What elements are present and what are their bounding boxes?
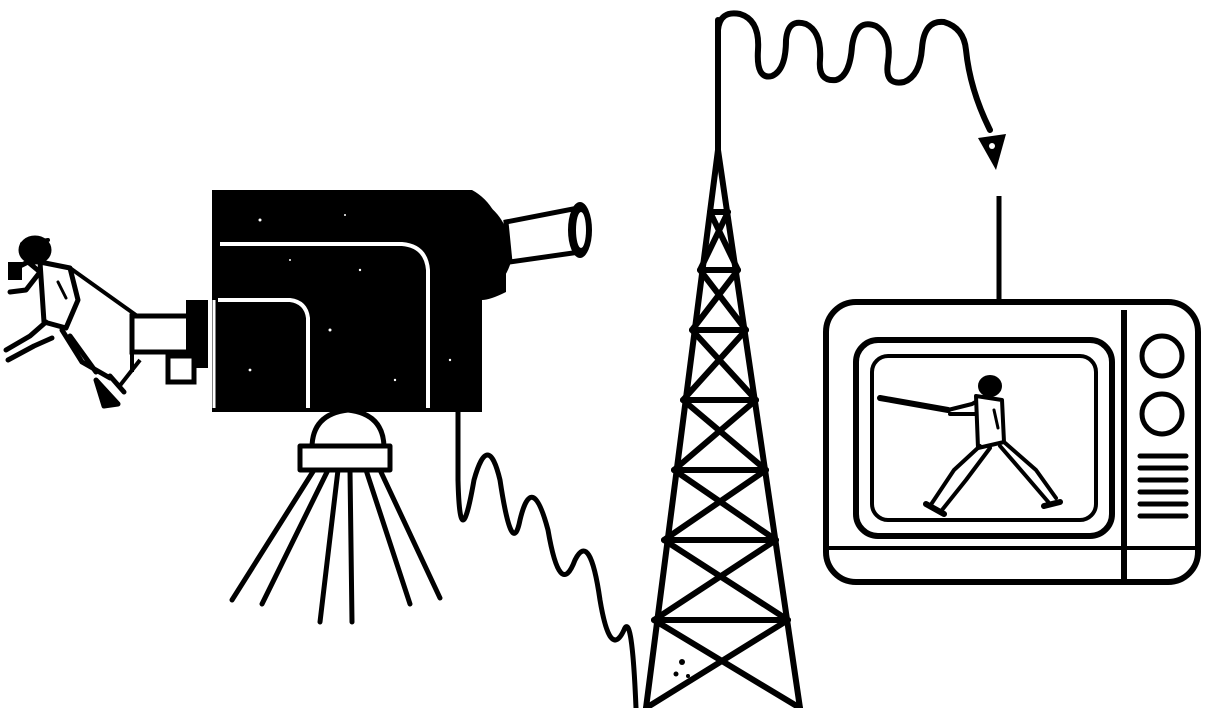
tv-knob-bottom xyxy=(1142,394,1182,434)
pitcher-figure xyxy=(6,238,124,406)
tower-base-smudge xyxy=(674,659,691,678)
signal-arrowhead xyxy=(978,134,1006,170)
transmission-tower xyxy=(646,20,800,708)
television-set xyxy=(826,302,1198,582)
broadcast-signal xyxy=(718,13,990,130)
camera-tripod xyxy=(232,410,440,622)
tv-knob-top xyxy=(1142,336,1182,376)
tv-camera xyxy=(132,190,592,412)
camera-cable xyxy=(458,412,636,708)
arrowhead-highlight xyxy=(989,143,995,149)
